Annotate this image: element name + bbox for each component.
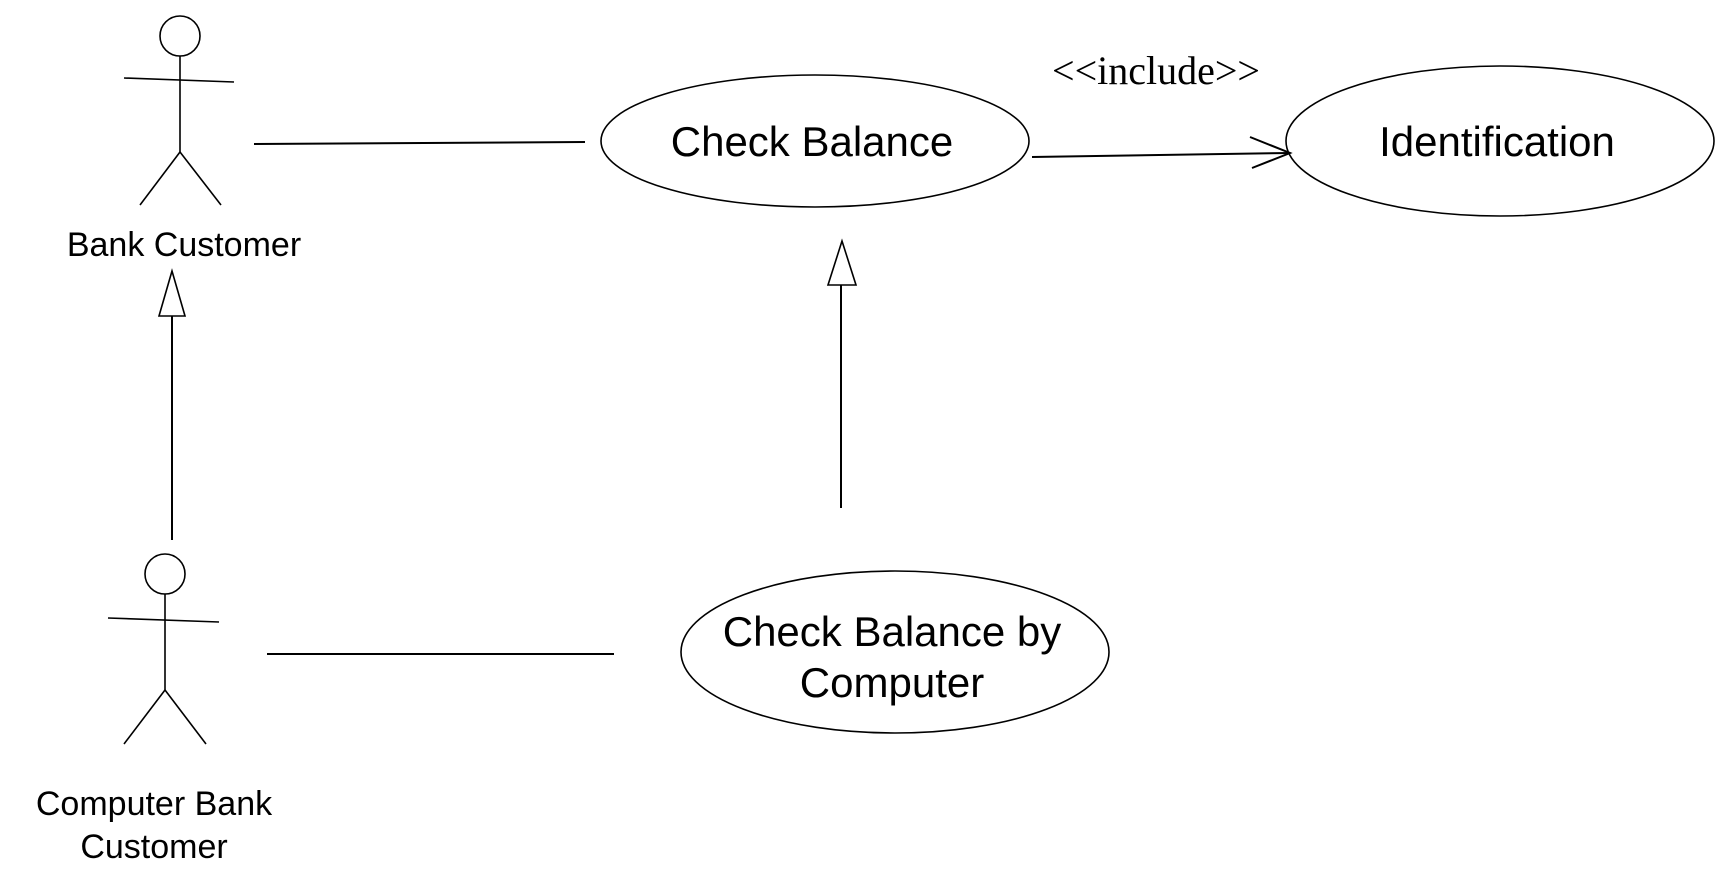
use-case-label: Identification bbox=[1379, 118, 1615, 165]
use-case-ellipse bbox=[1285, 65, 1715, 217]
generalization-use-case[interactable] bbox=[826, 238, 858, 508]
actor-arms bbox=[107, 617, 220, 623]
use-case-ellipse bbox=[680, 570, 1110, 734]
actor-label-line-1: Computer Bank bbox=[36, 785, 273, 823]
generalization-actor[interactable] bbox=[157, 268, 187, 540]
actor-head-icon bbox=[159, 15, 201, 57]
actor-head-icon bbox=[144, 553, 186, 595]
actor-leg-left bbox=[139, 151, 181, 206]
actor-bank-customer[interactable]: Bank Customer bbox=[67, 15, 301, 264]
actor-arms bbox=[123, 77, 235, 83]
include-stereotype-label: <<include>> bbox=[1052, 48, 1260, 93]
include-line bbox=[1031, 152, 1291, 158]
use-case-label-line-1: Check Balance by bbox=[723, 608, 1062, 655]
actor-computer-bank-customer[interactable]: Computer Bank Customer bbox=[36, 553, 273, 866]
actor-leg-right bbox=[179, 151, 222, 206]
use-case-check-balance[interactable]: Check Balance bbox=[600, 74, 1030, 208]
include-dependency[interactable]: <<include>> bbox=[1031, 48, 1293, 169]
actor-label-line-2: Customer bbox=[80, 828, 227, 866]
include-arrowhead-icon bbox=[1249, 136, 1293, 169]
generalization-arrowhead-icon bbox=[826, 238, 858, 286]
use-case-label-line-2: Computer bbox=[800, 659, 984, 706]
association-line-bank-customer-check-balance[interactable] bbox=[253, 141, 586, 145]
use-case-identification[interactable]: Identification bbox=[1285, 65, 1715, 217]
generalization-arrowhead-icon bbox=[157, 268, 187, 317]
use-case-ellipse bbox=[600, 74, 1030, 208]
actor-leg-left bbox=[123, 689, 166, 745]
use-case-check-balance-by-computer[interactable]: Check Balance by Computer bbox=[680, 570, 1110, 734]
use-case-label: Check Balance bbox=[671, 118, 954, 165]
actor-label: Bank Customer bbox=[67, 226, 301, 264]
actor-leg-right bbox=[164, 689, 207, 745]
